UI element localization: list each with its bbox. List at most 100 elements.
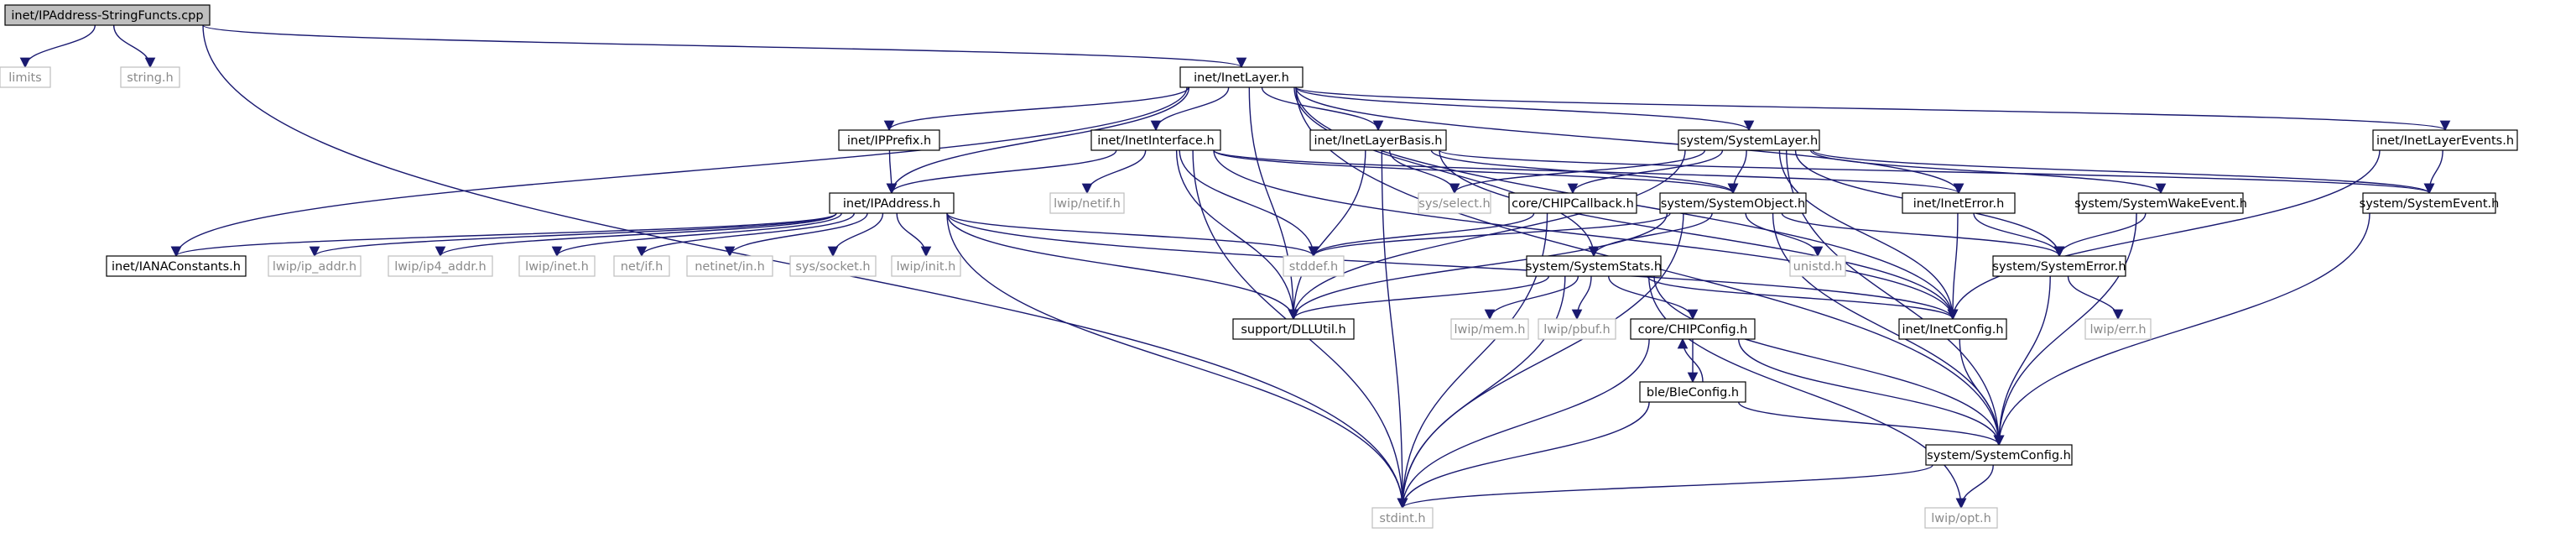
node-systemobject[interactable]: system/SystemObject.h [1659, 192, 1807, 214]
node-inetinterface[interactable]: inet/InetInterface.h [1090, 129, 1221, 151]
edge-inetinterface-to-ipaddress [886, 149, 1117, 195]
node-label-unistd: unistd.h [1793, 260, 1843, 274]
edge-ipaddress-to-netinetin [724, 212, 868, 258]
node-label-systemerror: system/SystemError.h [1992, 260, 2126, 274]
node-box-inetlayerevents [2372, 129, 2518, 151]
edge-systemwakeevent-to-systemconfig [1993, 212, 2137, 447]
node-box-ipaddress [829, 192, 955, 214]
node-label-root: inet/IPAddress-StringFuncts.cpp [11, 9, 203, 23]
node-label-systemstats: system/SystemStats.h [1526, 260, 1662, 274]
node-label-systemevent: system/SystemEvent.h [2360, 197, 2500, 211]
node-box-unistd [1789, 255, 1846, 277]
edge-systemstats-to-inetconfig [1647, 275, 1959, 321]
edge-inetlayer-to-inetlayerevents [1295, 86, 2450, 132]
edge-systemerror-to-lwiperr [2067, 275, 2124, 321]
node-systemstats[interactable]: system/SystemStats.h [1526, 255, 1662, 277]
node-box-limits [0, 66, 51, 88]
node-box-inetconfig [1898, 318, 2007, 340]
edge-systemobject-to-stddef [1308, 212, 1671, 258]
node-limits: limits [0, 66, 51, 88]
node-systemwakeevent[interactable]: system/SystemWakeEvent.h [2074, 192, 2247, 214]
edge-systemevent-to-systemconfig [1993, 212, 2370, 447]
edge-systemstats-to-stdint [1397, 275, 1566, 509]
node-ipaddress[interactable]: inet/IPAddress.h [829, 192, 955, 214]
node-lwipopt: lwip/opt.h [1924, 507, 1998, 529]
edge-inetlayer-to-ineterror [1295, 86, 1965, 195]
node-label-lwipmem: lwip/mem.h [1455, 323, 1526, 337]
node-inetlayerbasis[interactable]: inet/InetLayerBasis.h [1309, 129, 1447, 151]
edge-inetlayer-to-dllutil [1248, 86, 1299, 321]
edge-bleconfig-to-stdint [1397, 401, 1650, 509]
edge-ipaddress-to-lwipinit [896, 212, 932, 258]
node-label-lwipip4addr: lwip/ip4_addr.h [394, 260, 486, 274]
node-inetconfig[interactable]: inet/InetConfig.h [1898, 318, 2007, 340]
node-box-root [4, 4, 211, 26]
edge-inetinterface-to-systemobject [1213, 149, 1739, 195]
edge-systemobject-to-systemstats [1588, 212, 1713, 258]
node-systemevent[interactable]: system/SystemEvent.h [2360, 192, 2500, 214]
node-chipcallback[interactable]: core/CHIPCallback.h [1508, 192, 1637, 214]
edge-inetinterface-to-lwipnetif [1081, 149, 1147, 195]
edge-ineterror-to-systemerror [1973, 212, 2065, 258]
node-systemlayer[interactable]: system/SystemLayer.h [1678, 129, 1820, 151]
node-label-chipcallback: core/CHIPCallback.h [1512, 197, 1634, 211]
node-box-lwipinit [891, 255, 961, 277]
node-inetlayerevents[interactable]: inet/InetLayerEvents.h [2372, 129, 2518, 151]
node-ianaconstants[interactable]: inet/IANAConstants.h [106, 255, 247, 277]
node-label-lwipopt: lwip/opt.h [1931, 512, 1991, 525]
node-bleconfig[interactable]: ble/BleConfig.h [1639, 381, 1746, 403]
node-box-systemstats [1526, 255, 1662, 277]
edge-inetlayerbasis-to-dllutil [1288, 149, 1366, 321]
node-unistd: unistd.h [1789, 255, 1846, 277]
node-box-dllutil [1232, 318, 1355, 340]
node-label-sysselect: sys/select.h [1418, 197, 1490, 211]
node-sysselect: sys/select.h [1418, 192, 1491, 214]
node-netif: net/if.h [613, 255, 670, 277]
node-root[interactable]: inet/IPAddress-StringFuncts.cpp [4, 4, 211, 26]
edge-chipconfig-to-stdint [1397, 338, 1650, 509]
node-label-inetinterface: inet/InetInterface.h [1097, 134, 1215, 148]
edge-systemstats-to-lwipmem [1484, 275, 1579, 321]
node-box-systemevent [2362, 192, 2496, 214]
node-systemconfig[interactable]: system/SystemConfig.h [1925, 444, 2073, 466]
node-box-systemlayer [1678, 129, 1820, 151]
edge-ipprefix-to-ipaddress [886, 149, 898, 195]
node-label-netif: net/if.h [621, 260, 664, 274]
edge-systemconfig-to-stdint [1397, 464, 1933, 509]
node-systemerror[interactable]: system/SystemError.h [1992, 255, 2126, 277]
node-label-bleconfig: ble/BleConfig.h [1647, 386, 1739, 400]
node-ineterror[interactable]: inet/InetError.h [1902, 192, 2016, 214]
edge-root-to-limits [19, 24, 96, 69]
edge-ipaddress-to-netif [636, 212, 855, 258]
edge-root-to-inetlayer [202, 24, 1246, 69]
edge-systemlayer-to-systemevent [1812, 149, 2434, 195]
node-box-ineterror [1902, 192, 2016, 214]
node-lwippbuf: lwip/pbuf.h [1538, 318, 1616, 340]
edge-bleconfig-to-systemconfig [1738, 401, 2005, 447]
node-ipprefix[interactable]: inet/IPPrefix.h [838, 129, 940, 151]
edge-systemlayer-to-sysselect [1449, 149, 1706, 195]
node-label-ianaconstants: inet/IANAConstants.h [112, 260, 241, 274]
node-label-inetlayerevents: inet/InetLayerEvents.h [2376, 134, 2514, 148]
node-label-ipaddress: inet/IPAddress.h [843, 197, 940, 211]
edges-layer [19, 24, 2450, 509]
edge-chipcallback-to-stddef [1308, 212, 1535, 258]
edge-ineterror-to-inetconfig [1947, 212, 1959, 321]
node-label-lwippbuf: lwip/pbuf.h [1543, 323, 1610, 337]
node-dllutil[interactable]: support/DLLUtil.h [1232, 318, 1355, 340]
node-chipconfig[interactable]: core/CHIPConfig.h [1630, 318, 1756, 340]
edge-inetinterface-to-dllutil [1175, 149, 1299, 321]
node-box-chipcallback [1508, 192, 1637, 214]
node-box-netif [613, 255, 670, 277]
edge-systemstats-to-dllutil [1288, 275, 1549, 321]
edge-inetlayer-to-systemstats [1293, 86, 1600, 258]
edge-inetlayer-to-ipprefix [883, 86, 1189, 132]
node-inetlayer[interactable]: inet/InetLayer.h [1179, 66, 1304, 88]
node-box-lwipinet [518, 255, 596, 277]
edge-systemlayer-to-systemobject [1727, 149, 1747, 195]
node-stddef: stddef.h [1283, 255, 1345, 277]
node-lwipnetif: lwip/netif.h [1049, 192, 1125, 214]
node-box-string [120, 66, 180, 88]
node-lwipipaddr: lwip/ip_addr.h [268, 255, 362, 277]
node-label-ipprefix: inet/IPPrefix.h [847, 134, 931, 148]
